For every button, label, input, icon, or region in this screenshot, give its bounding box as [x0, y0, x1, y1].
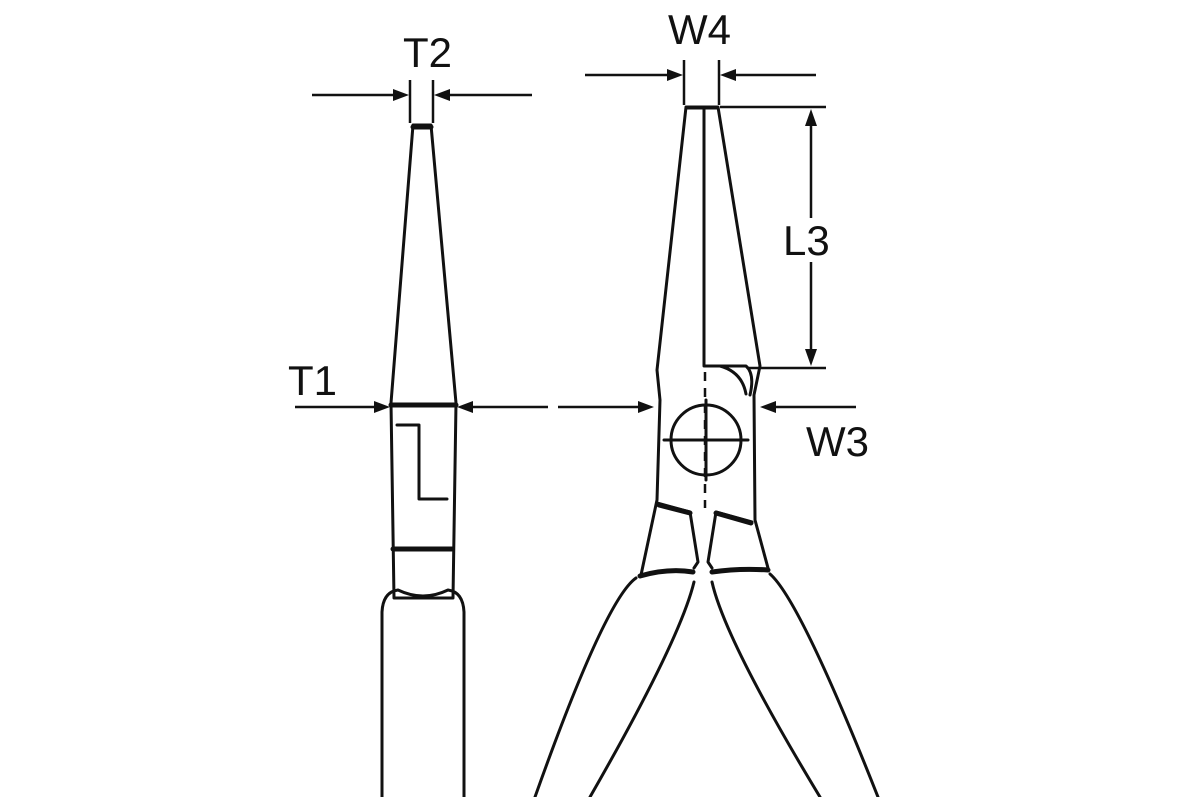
front-view-left-handle [533, 576, 696, 797]
l3-label: L3 [783, 217, 830, 264]
front-view-collar [655, 501, 754, 570]
w4-arrow-right [720, 69, 736, 81]
w4-label: W4 [668, 6, 731, 53]
w4-arrow-left [667, 69, 683, 81]
t2-arrow-right [434, 89, 450, 101]
t2-dimension: T2 [312, 29, 532, 123]
side-view-joint-step [395, 423, 449, 501]
front-view-jaw-split [702, 106, 754, 397]
t1-arrow-left [374, 401, 390, 413]
w4-dimension: W4 [585, 6, 816, 105]
w3-arrow-right [760, 401, 776, 413]
side-view-jaw-outline [389, 123, 458, 600]
side-view-pliers [380, 123, 466, 797]
front-view-right-handle [710, 572, 880, 797]
front-view-collar-bottom [637, 566, 771, 579]
t2-arrow-left [393, 89, 409, 101]
l3-arrow-bottom [805, 349, 817, 366]
w3-dimension: W3 [558, 401, 869, 465]
w3-label: W3 [806, 418, 869, 465]
l3-dimension: L3 [720, 105, 830, 370]
t1-dimension: T1 [288, 357, 548, 413]
t1-arrow-right [457, 401, 473, 413]
front-view-cutter-edge [718, 364, 748, 396]
w3-arrow-left [638, 401, 654, 413]
l3-arrow-top [805, 109, 817, 126]
side-view-handle [380, 588, 466, 797]
t2-label: T2 [403, 29, 452, 76]
front-view-pliers [533, 105, 880, 797]
t1-label: T1 [288, 357, 337, 404]
